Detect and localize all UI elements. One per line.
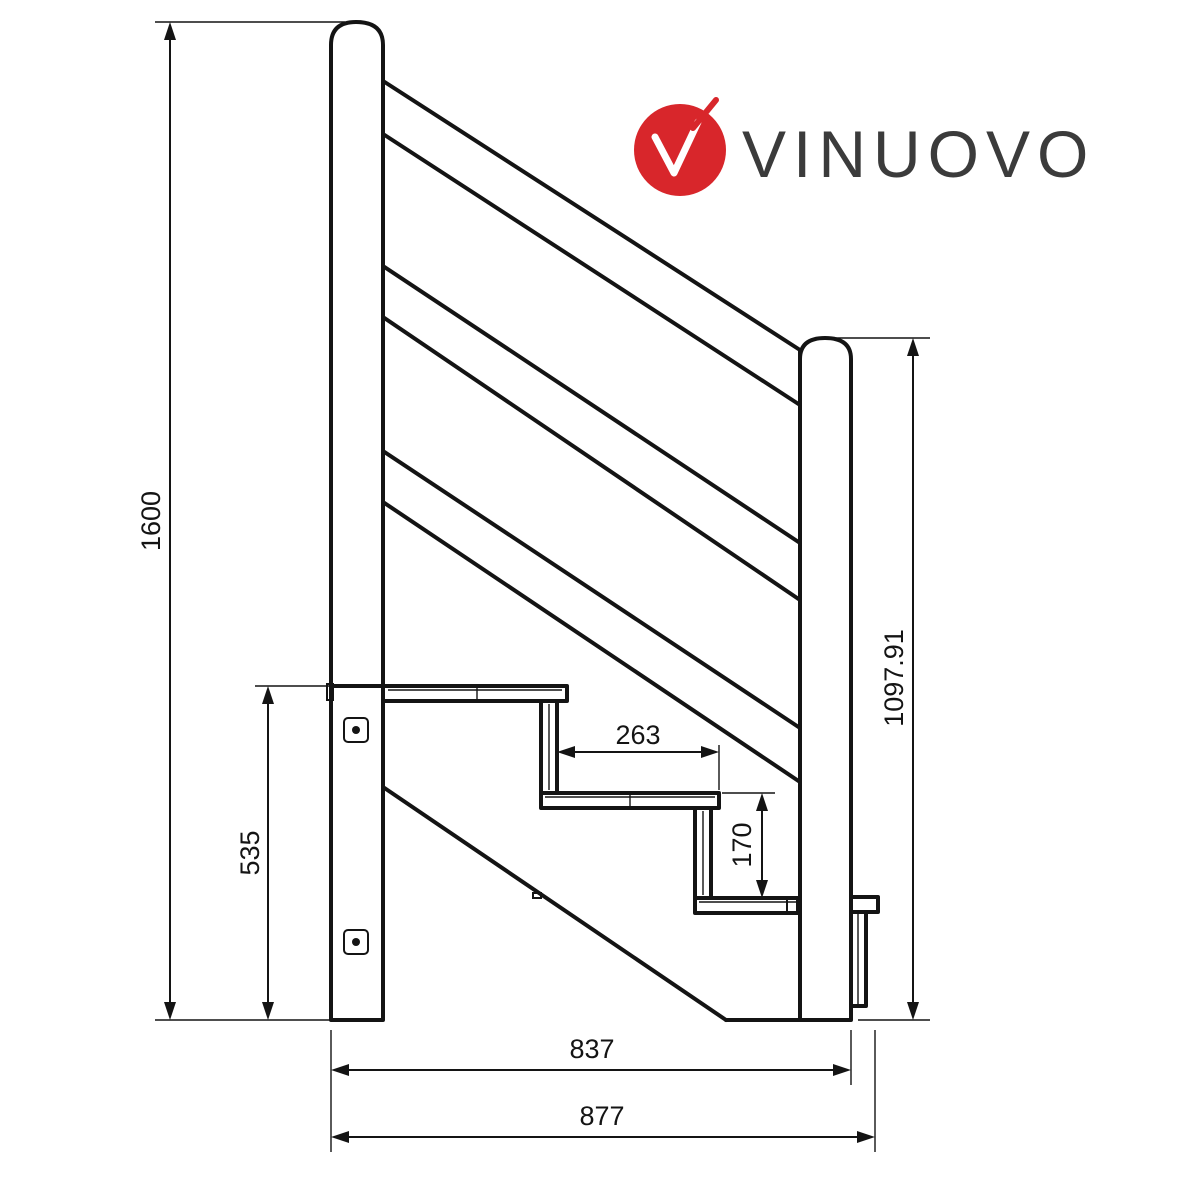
stringer xyxy=(381,785,802,1022)
tread-bottom xyxy=(693,896,802,915)
left-post xyxy=(326,20,385,1022)
dim-877: 877 xyxy=(331,1101,875,1143)
dim-step-rise-label: 170 xyxy=(727,822,757,867)
dim-step-depth-label: 263 xyxy=(615,720,660,750)
bolt-icon xyxy=(343,929,369,955)
brand-logo: VINUOVO xyxy=(634,97,1095,196)
dim-263: 263 xyxy=(557,720,719,758)
check-mark-logo-icon xyxy=(634,97,726,196)
dim-535: 535 xyxy=(235,686,274,1020)
dim-170: 170 xyxy=(727,793,768,898)
dim-inner-width-label: 837 xyxy=(569,1034,614,1064)
brand-name: VINUOVO xyxy=(742,117,1095,191)
dim-1600: 1600 xyxy=(136,22,176,1020)
dim-total-height-label: 1600 xyxy=(136,491,166,551)
dim-837: 837 xyxy=(331,1034,851,1076)
handrails xyxy=(378,77,802,784)
dim-1097-91: 1097.91 xyxy=(879,338,919,1020)
dim-floor-to-top-step-label: 535 xyxy=(235,830,265,875)
right-post xyxy=(798,336,853,1022)
extension-lines xyxy=(155,21,930,1152)
bolt-icon xyxy=(343,717,369,743)
landing-step xyxy=(848,895,880,914)
tread-top xyxy=(381,684,569,703)
dim-lower-post-height-label: 1097.91 xyxy=(879,629,909,727)
dim-overall-width-label: 877 xyxy=(579,1101,624,1131)
